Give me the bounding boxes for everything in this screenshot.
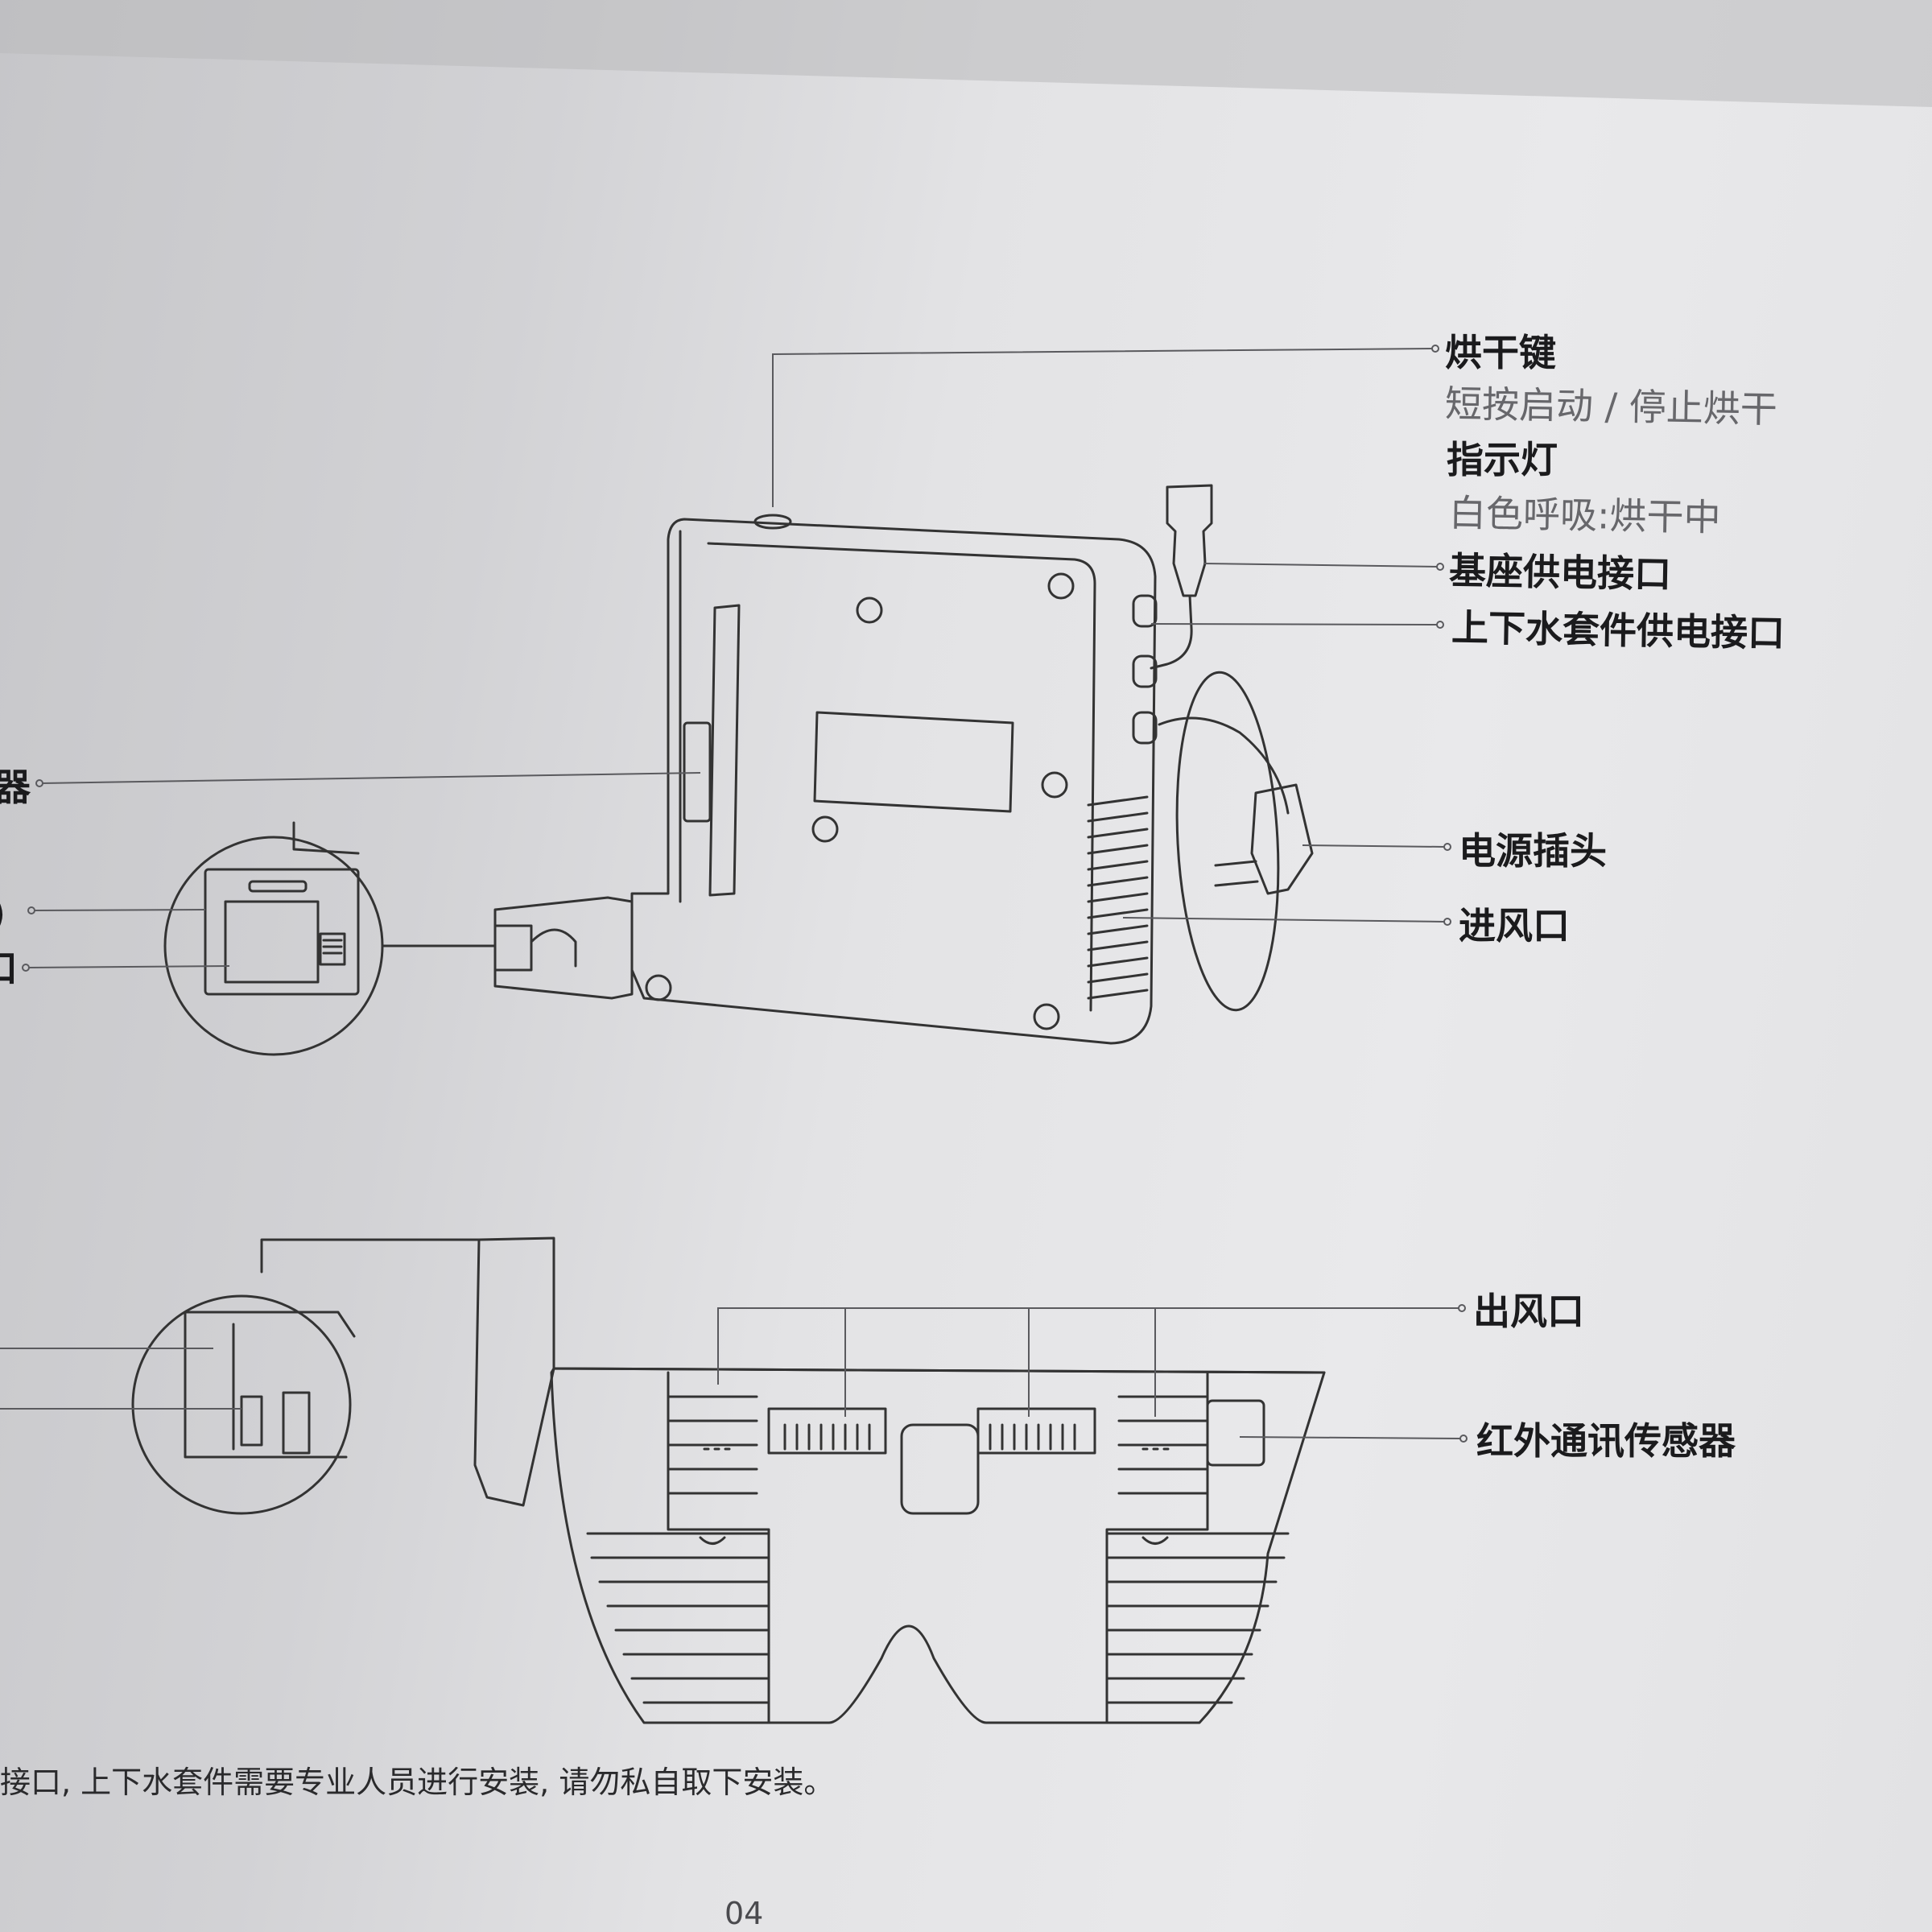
ir-sensor-label: 红外通讯传感器 (1476, 1419, 1736, 1463)
air-outlet-label: 出风口 (1473, 1290, 1584, 1333)
base-station-illustration (473, 1236, 1326, 1724)
indicator-description: 白色呼吸:烘干中 (1448, 491, 1721, 539)
page-number: 04 (724, 1896, 764, 1931)
air-inlet-label: 进风口 (1459, 904, 1570, 947)
power-plug-label: 电源插头 (1459, 829, 1607, 873)
left-vent-steps (586, 1371, 770, 1724)
detail-zoom-circle-2 (131, 1238, 481, 1515)
installation-footnote: 接口, 上下水套件需要专业人员进行安装, 请勿私自取下安装。 (0, 1765, 835, 1800)
dry-key-label: 烘干键 (1445, 331, 1556, 374)
left-partial-label-3: 口 (0, 950, 18, 987)
dry-key-description: 短按启动 / 停止烘干 (1444, 382, 1778, 431)
detail-zoom-circle-1 (163, 821, 497, 1056)
left-partial-label-2: ) (0, 895, 6, 932)
left-partial-label-1: 器 (0, 766, 31, 809)
water-kit-power-port-label: 上下水套件供电接口 (1451, 605, 1785, 655)
dryer-module-illustration (493, 484, 1314, 1045)
indicator-label: 指示灯 (1447, 438, 1558, 481)
base-power-port-label: 基座供电接口 (1448, 548, 1672, 597)
right-vent-steps (1105, 1371, 1290, 1724)
air-inlet-vents (1087, 795, 1149, 1000)
